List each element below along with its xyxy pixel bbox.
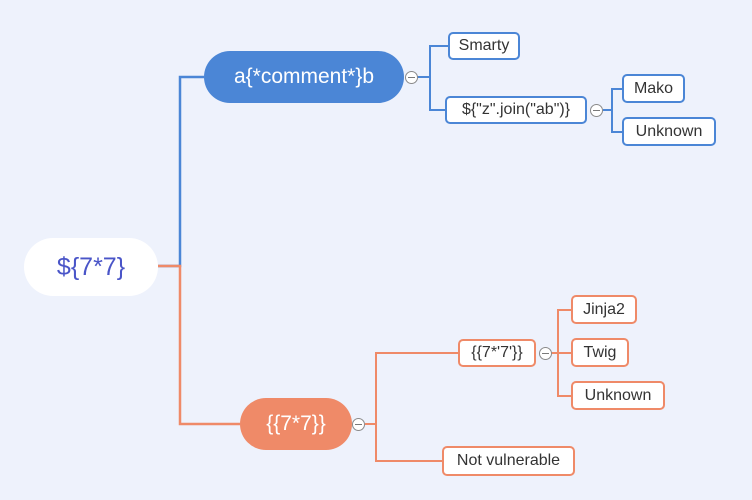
edge-join-mako: [603, 88, 622, 111]
edge-root-top: [158, 75, 204, 268]
leaf-node-smarty[interactable]: Smarty: [448, 32, 520, 60]
leaf-node-mako[interactable]: Mako: [622, 74, 685, 103]
collapse-toggle-seven[interactable]: [539, 347, 552, 360]
leaf-node-not-vulnerable[interactable]: Not vulnerable: [442, 446, 575, 476]
edge-bottom-seven: [365, 352, 458, 425]
edge-root-bottom: [158, 264, 240, 426]
collapse-toggle-join[interactable]: [590, 104, 603, 117]
edge-seven-jinja2: [551, 309, 571, 354]
collapse-toggle-jinja[interactable]: [352, 418, 365, 431]
edge-bottom-notvuln: [375, 424, 442, 462]
branch-node-jinja[interactable]: {{7*7}}: [240, 398, 352, 450]
node-join[interactable]: ${"z".join("ab")}: [445, 96, 587, 124]
root-node[interactable]: ${7*7}: [24, 238, 158, 296]
edge-top-join: [429, 77, 445, 111]
leaf-node-unknown-top[interactable]: Unknown: [622, 117, 716, 146]
node-seven-string[interactable]: {{7*'7'}}: [458, 339, 536, 367]
leaf-node-jinja2[interactable]: Jinja2: [571, 295, 637, 324]
leaf-node-unknown-bottom[interactable]: Unknown: [571, 381, 665, 410]
edge-join-unknown: [611, 110, 622, 133]
collapse-toggle-comment[interactable]: [405, 71, 418, 84]
branch-node-comment[interactable]: a{*comment*}b: [204, 51, 404, 103]
leaf-node-twig[interactable]: Twig: [571, 338, 629, 367]
edge-seven-unknown: [557, 353, 571, 397]
edge-top-smarty: [417, 45, 448, 78]
